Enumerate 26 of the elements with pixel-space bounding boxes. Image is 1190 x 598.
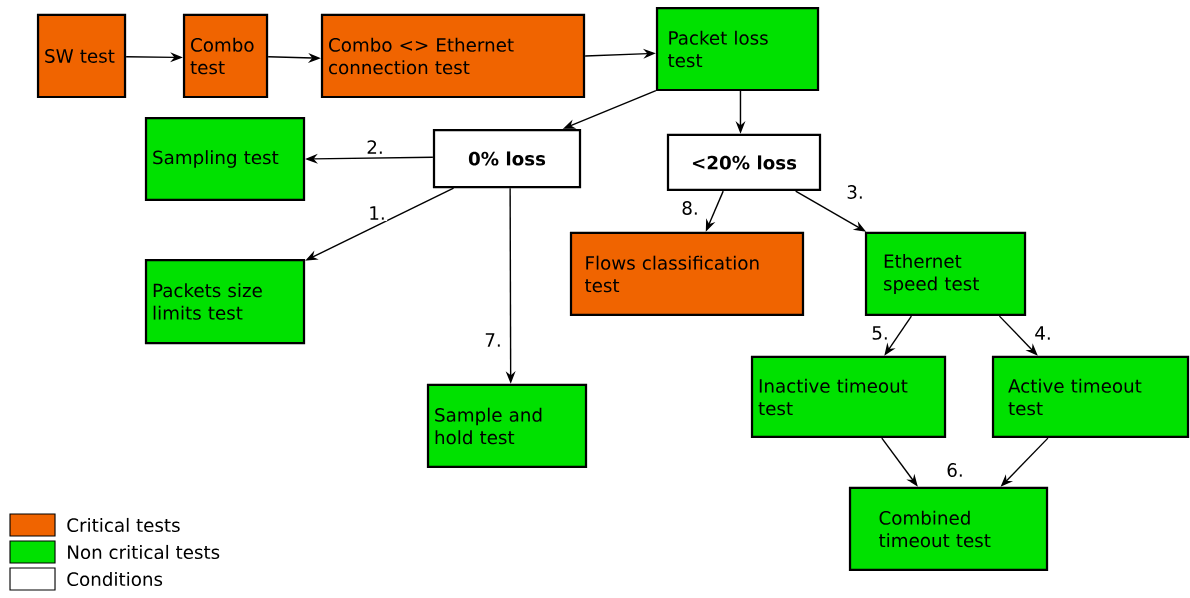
edge-label: 2. [364,138,386,156]
condition-box: 0% loss [432,128,582,189]
test-box: Sampling test [144,116,306,202]
edge-label: 4. [1032,324,1054,342]
test-box: Inactive timeout test [750,355,947,439]
test-box: Flows classification test [569,231,805,317]
test-box: Sample and hold test [426,383,588,469]
arrow [998,315,1038,356]
legend-label: Conditions [67,571,163,587]
test-box: Packets size limits test [144,258,306,345]
edge-label: 5. [869,324,891,342]
test-box: Ethernet speed test [864,231,1027,317]
test-box: Packet loss test [655,6,820,92]
legend-label: Non critical tests [68,544,220,560]
edge-label: 8. [679,199,701,217]
test-box: SW test [36,13,127,99]
legend-label: Critical tests [67,517,180,533]
test-box: Combined timeout test [848,486,1049,572]
edge-label: 3. [844,183,866,201]
test-box: Combo <> Ethernet connection test [320,13,586,99]
test-box: Active timeout test [991,355,1190,439]
test-box: Combo test [182,13,269,99]
step-number: 6. [944,461,966,479]
edge-label: 1. [366,204,388,222]
condition-box: <20% loss [666,133,822,192]
edge-label: 7. [482,331,504,349]
